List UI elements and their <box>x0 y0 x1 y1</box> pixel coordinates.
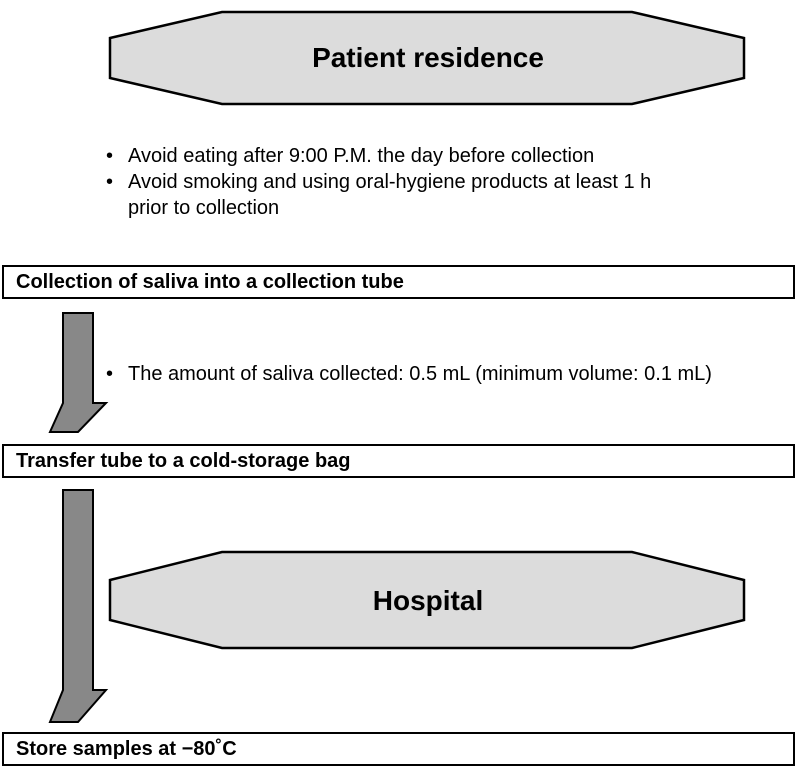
pre-collection-notes: Avoid eating after 9:00 P.M. the day bef… <box>106 143 686 221</box>
down-arrow-1 <box>48 312 109 433</box>
patient-residence-banner-shape <box>108 10 746 106</box>
step-transfer-tube: Transfer tube to a cold-storage bag <box>2 444 795 478</box>
hospital-label: Hospital <box>372 585 484 616</box>
down-arrow-2 <box>48 489 109 723</box>
note-smoking-hygiene: Avoid smoking and using oral-hygiene pro… <box>106 169 686 221</box>
note-saliva-volume: The amount of saliva collected: 0.5 mL (… <box>106 361 796 387</box>
note-fasting: Avoid eating after 9:00 P.M. the day bef… <box>106 143 686 169</box>
step-collect-saliva: Collection of saliva into a collection t… <box>2 265 795 299</box>
collection-notes: The amount of saliva collected: 0.5 mL (… <box>106 361 796 387</box>
step-store-samples: Store samples at −80˚C <box>2 732 795 766</box>
patient-residence-label: Patient residence <box>312 42 544 73</box>
hospital-banner-shape <box>108 550 746 650</box>
